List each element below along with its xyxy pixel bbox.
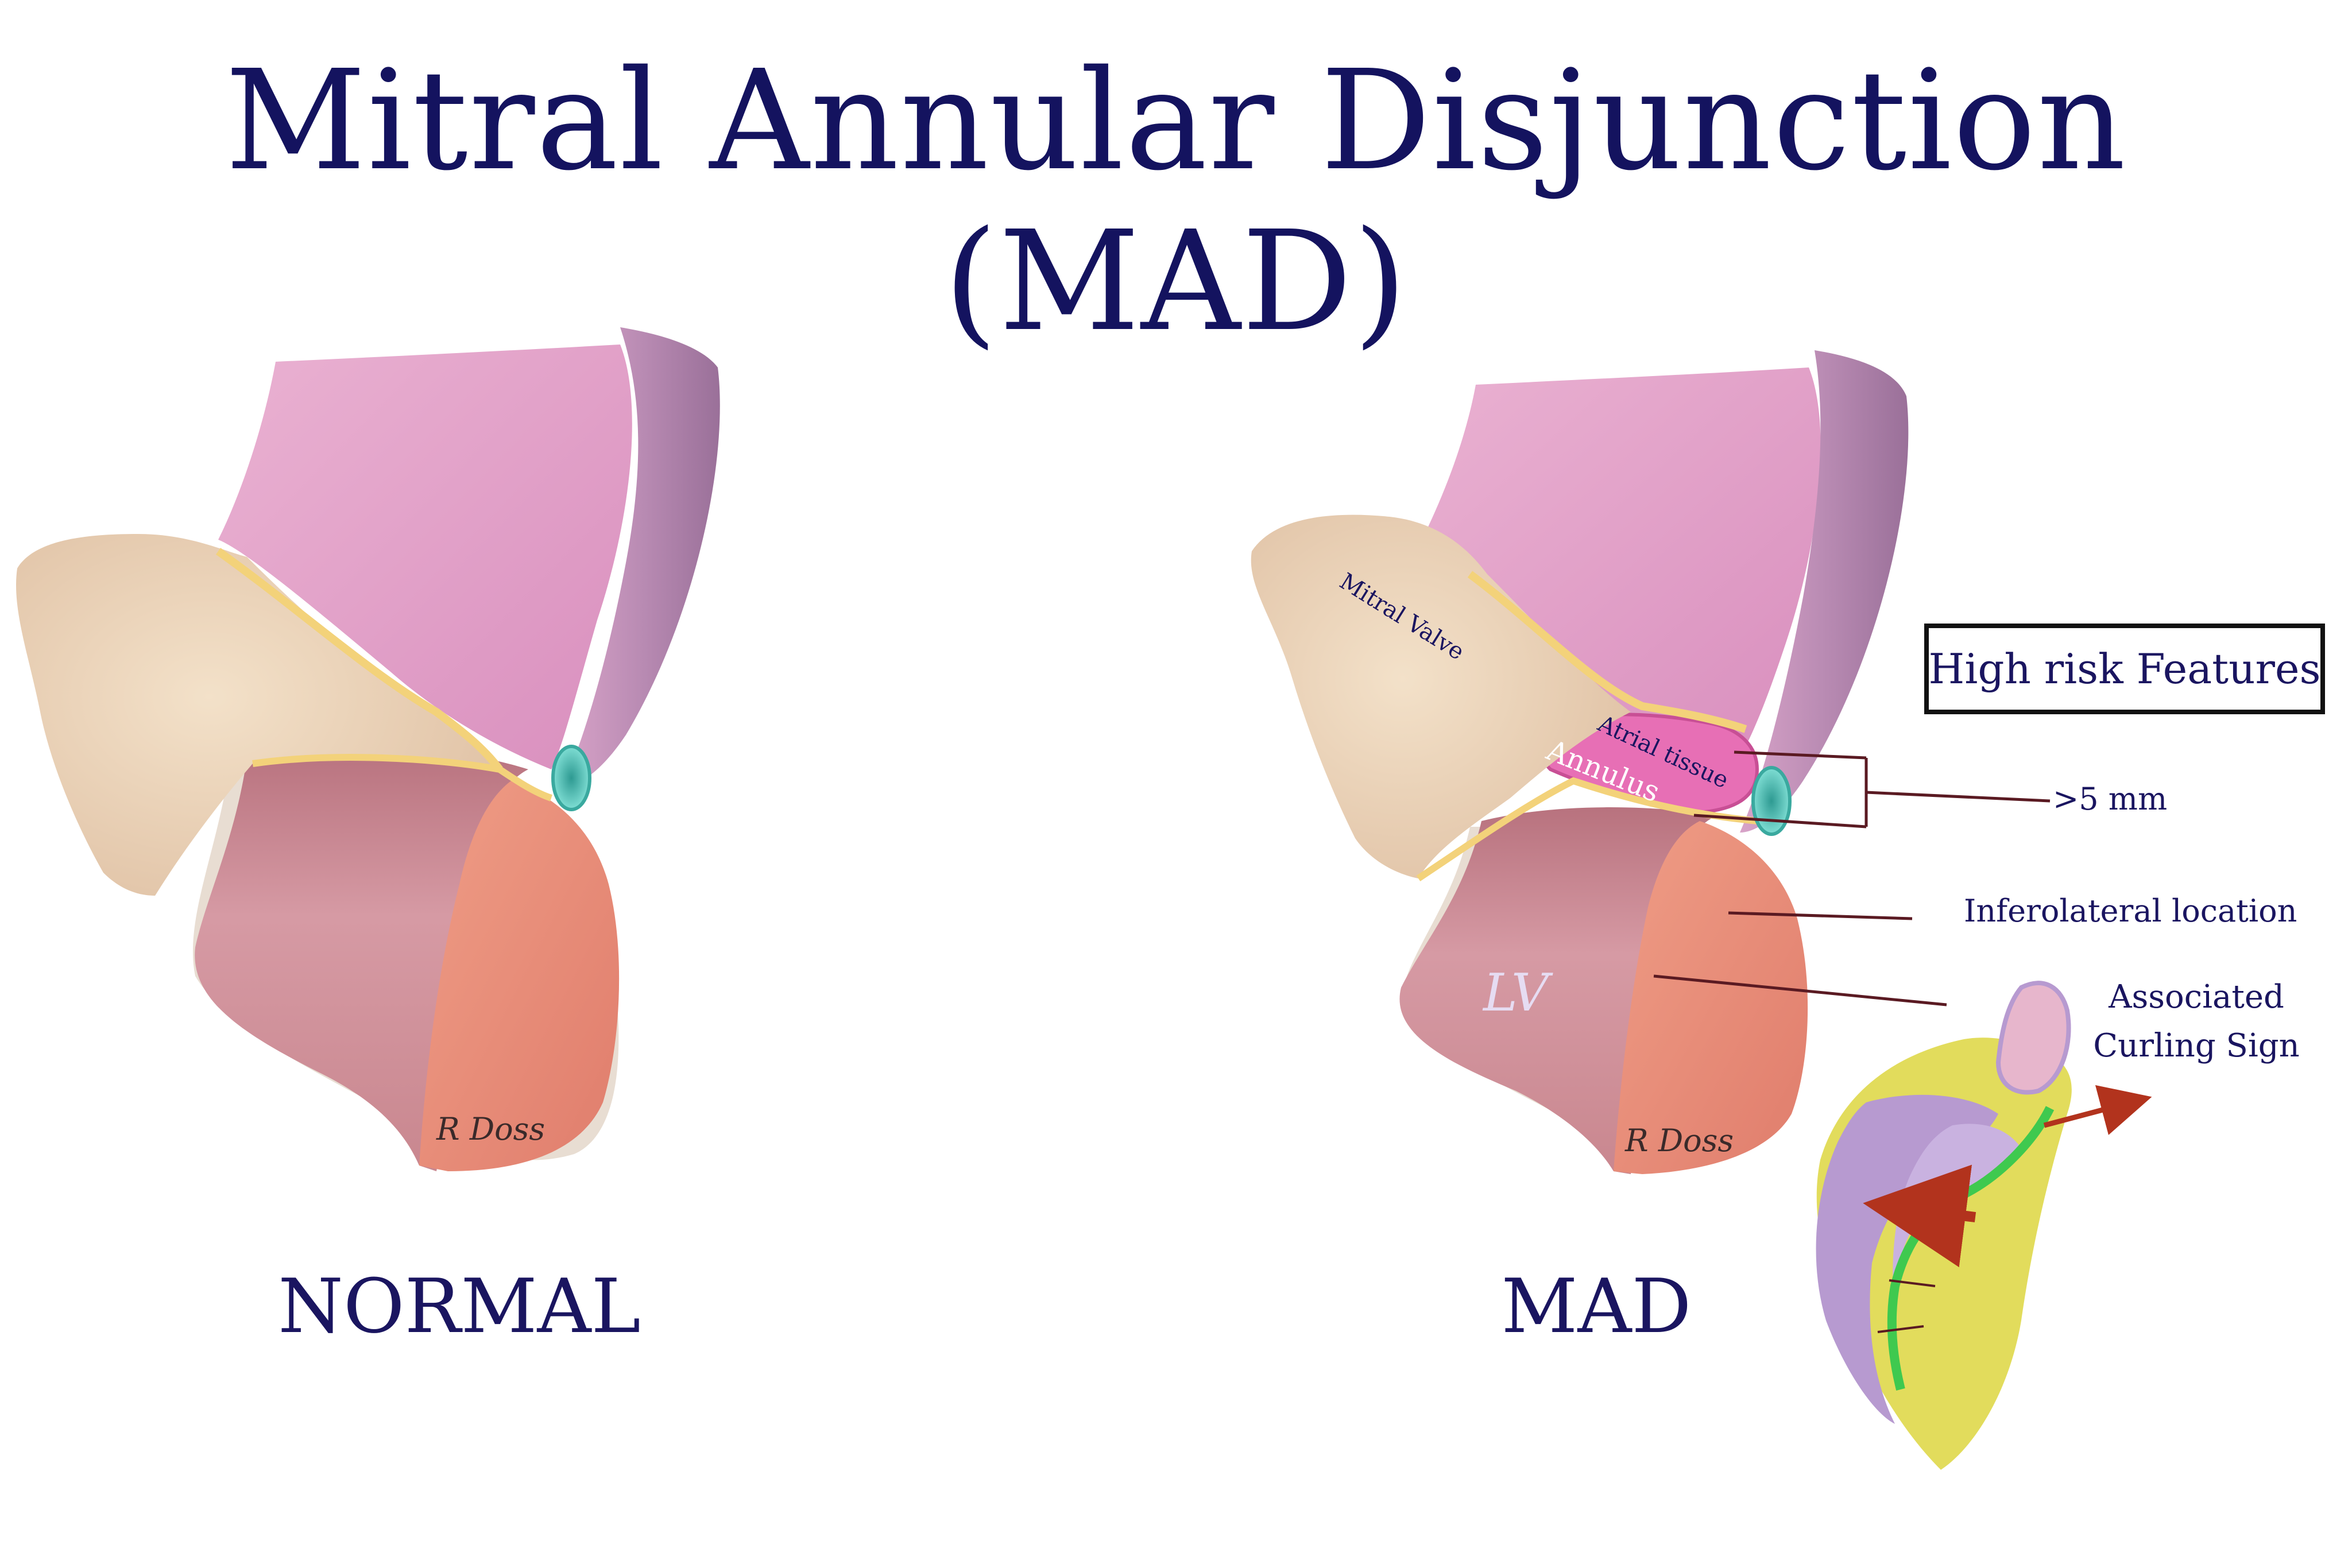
normal-myocardium <box>419 781 620 1171</box>
distance-label: >5 mm <box>2053 781 2167 817</box>
high-risk-box <box>1924 624 2325 714</box>
inferolateral-leader-line <box>1728 911 1913 920</box>
inset-pink-cap <box>1995 981 2071 1095</box>
inset-arrow-inward <box>1863 1164 1976 1268</box>
normal-caption: NORMAL <box>278 1263 641 1350</box>
diagram-title: Mitral Annular Disjunction (MAD) <box>225 40 2127 362</box>
inferolateral-label: Inferolateral location <box>1964 893 2297 929</box>
mad-caption: MAD <box>1501 1263 1691 1350</box>
curling-label-line2: Curling Sign <box>2093 1027 2299 1064</box>
mad-signature: R Doss <box>1624 1122 1734 1159</box>
mad-leaflet-edge <box>1467 571 1747 733</box>
inset-lilac-band <box>1816 1094 1998 1424</box>
curling-leader-line <box>1653 974 1947 1006</box>
distance-bracket <box>1693 750 2051 828</box>
label-lv: LV <box>1482 963 1553 1023</box>
normal-signature: R Doss <box>436 1111 545 1147</box>
mad-atrial-wall <box>1740 350 1909 833</box>
normal-annulus-edge <box>252 754 552 802</box>
mad-annulus-ring <box>1751 766 1792 836</box>
normal-annulus-ring <box>551 745 591 811</box>
mad-mitral-leaflet <box>1251 514 1631 878</box>
inset-tick-2 <box>1877 1325 1924 1333</box>
inset-arrow-outward <box>2043 1085 2152 1135</box>
mad-atrial-tissue <box>1535 713 1759 815</box>
curling-label-line1: Associated <box>2108 978 2284 1016</box>
normal-atrial-wall <box>563 327 720 787</box>
mad-annulus-edge <box>1416 777 1758 881</box>
mad-heart-illustration <box>1251 350 1909 1174</box>
normal-atrium <box>218 344 632 769</box>
normal-leaflet-edge <box>215 548 503 772</box>
normal-mitral-leaflet <box>16 534 500 896</box>
high-risk-title: High risk Features <box>1929 645 2321 693</box>
mad-myocardium <box>1614 821 1808 1174</box>
inset-tick-1 <box>1889 1279 1936 1287</box>
normal-heart-illustration <box>16 327 720 1171</box>
curling-sign-inset <box>1816 981 2152 1470</box>
